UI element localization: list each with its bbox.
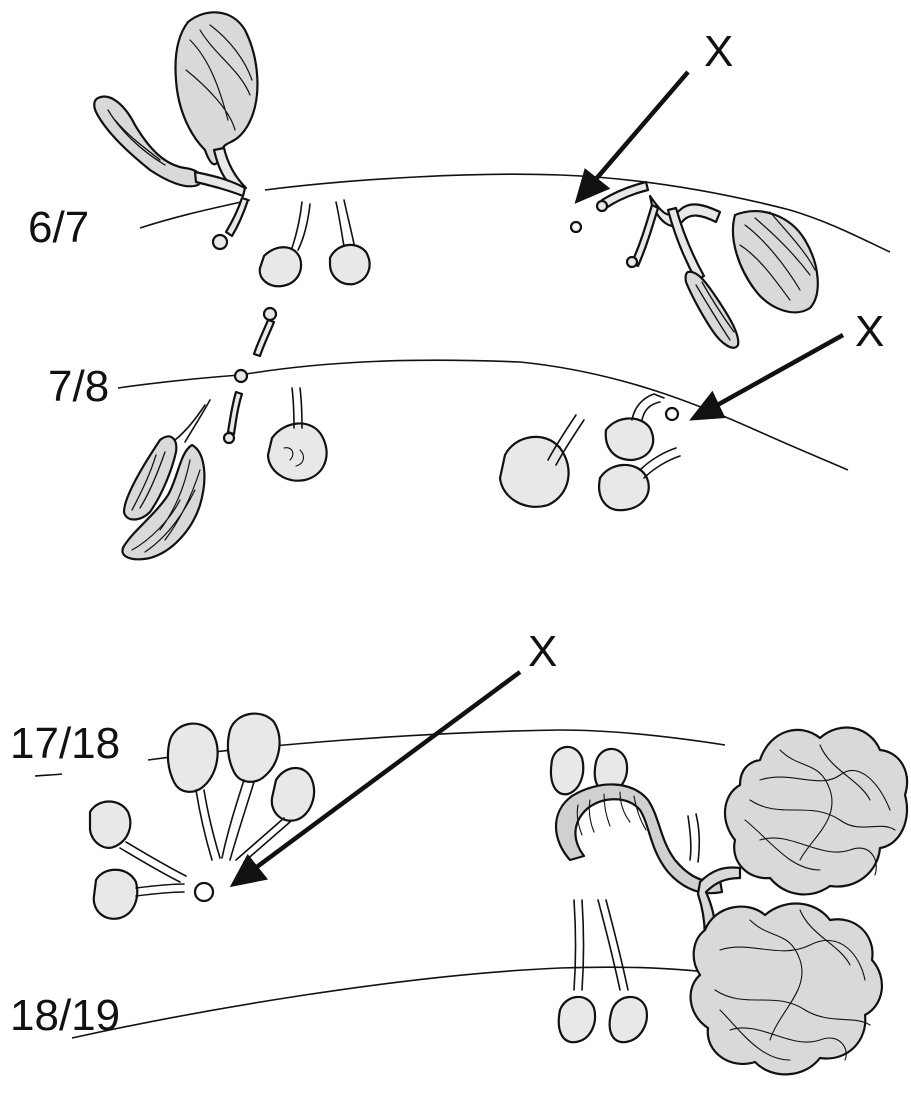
spermatheca-18-19-a [559,997,595,1042]
spermatheca-17-18-a [168,724,218,792]
x-pore-1 [571,222,581,232]
segment-7-8-organs [122,308,680,559]
arrow-1 [590,72,688,186]
pore-left [213,235,227,249]
duct-right-down [632,205,658,266]
marker-x-1: X [704,30,733,74]
duct-right-short [602,182,648,208]
septum-7-8 [118,360,848,470]
marker-x-2: X [855,310,884,354]
spermatheca-17-18-e [94,870,137,919]
spermatheca-18-19-b [610,997,647,1042]
pore-7-8 [235,370,247,382]
marker-x-3: X [528,630,557,674]
seminal-vesicle-right-lower [686,272,739,348]
segment-label-17-18: 17/18 [10,722,120,766]
spermatheca-17-18-right-a [551,747,583,794]
testis-sac-lower [691,904,882,1075]
spermatheca-7-8-right-1 [500,437,569,507]
x-pore-3 [195,883,213,901]
septum-lines [35,174,890,1038]
prostate-duct [556,784,722,893]
seminal-vesicle-left-upper [176,12,258,164]
spermatheca-left-1 [260,247,301,286]
segment-label-18-19: 18/19 [10,994,120,1038]
segment-17-19-organs [90,714,907,1075]
x-pore-2 [666,408,678,420]
arrow-3-head [234,858,264,884]
septum-fragment [35,774,62,776]
spermatheca-7-8-right-3 [599,465,649,510]
spermatheca-7-8-left [268,423,327,480]
spermatheca-17-18-d [90,802,130,848]
duct-right-long [650,196,720,226]
duct-7-8-lower [228,392,242,434]
segment-label-7-8: 7/8 [48,365,109,409]
duct-7-8-upper [254,320,274,356]
seminal-vesicle-right [733,211,818,312]
spermatheca-17-18-c [272,768,314,821]
spermatheca-left-2 [330,245,370,284]
spermatheca-7-8-right-2 [606,418,653,460]
duct-left-elongated [195,172,245,196]
segment-label-6-7: 6/7 [28,206,89,250]
spermatheca-17-18-b [228,714,280,782]
